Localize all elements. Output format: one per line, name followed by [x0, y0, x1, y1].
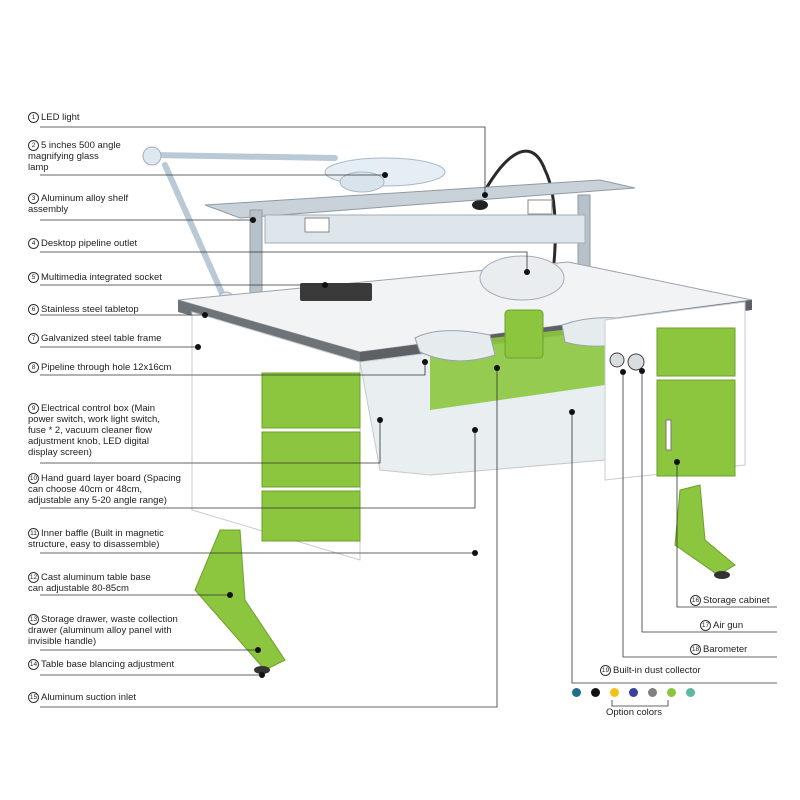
color-swatch: [648, 688, 657, 697]
color-swatch: [629, 688, 638, 697]
right-cabinet: [604, 301, 746, 481]
color-swatch: [572, 688, 581, 697]
color-swatch: [591, 688, 600, 697]
color-swatch: [686, 688, 695, 697]
color-swatch: [610, 688, 619, 697]
table-base: [194, 484, 736, 674]
led-light: [472, 149, 557, 281]
aluminum-shelf: [204, 179, 636, 301]
leader-dots: [195, 172, 680, 678]
leader-lines: [40, 126, 777, 708]
color-swatch: [667, 688, 676, 697]
option-colors-label: Option colors: [606, 707, 662, 718]
